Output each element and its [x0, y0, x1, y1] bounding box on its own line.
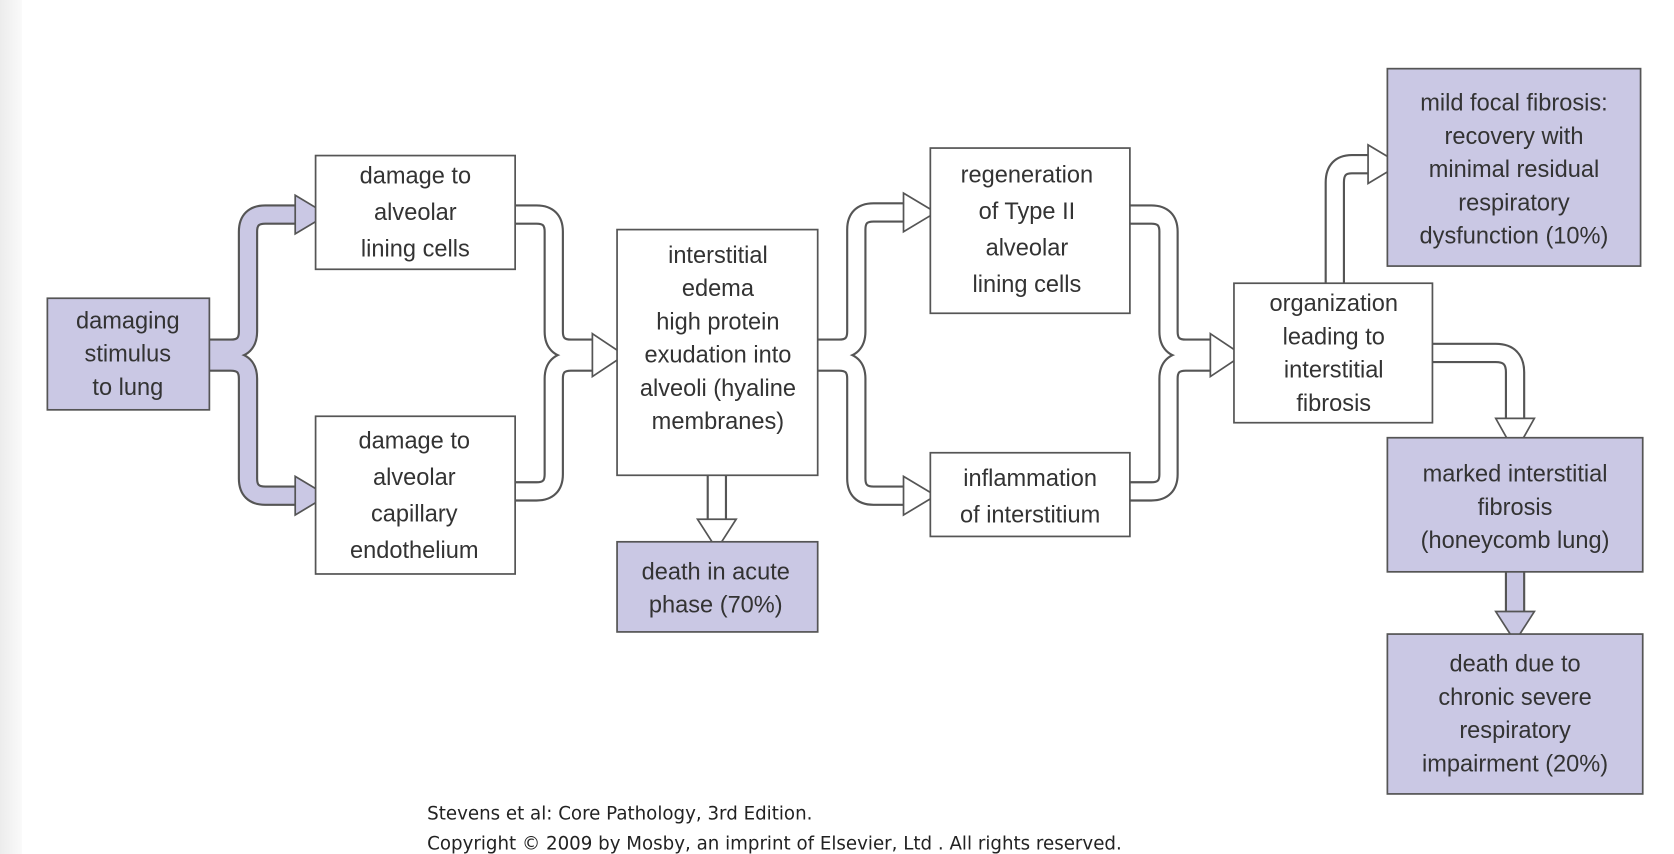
box-damage-endothelium: damage to alveolar capillary endothelium — [314, 415, 516, 575]
arrow-marked-to-death — [1494, 569, 1536, 644]
box-label-line: mild focal fibrosis: — [1420, 91, 1608, 117]
box-label-line: respiratory — [1458, 190, 1570, 216]
box-regeneration: regeneration of Type II alveolar lining cel… — [929, 147, 1131, 315]
arrow-merge-to-organization — [1129, 204, 1245, 502]
box-label-line: (honeycomb lung) — [1421, 528, 1610, 554]
box-label-line: fibrosis — [1478, 495, 1553, 521]
box-label-line: stimulus — [85, 342, 172, 368]
box-label-line: organization — [1269, 291, 1398, 317]
box-label-line: phase (70%) — [649, 593, 783, 619]
arrow-edema-split — [817, 191, 938, 517]
box-label-line: interstitial — [668, 243, 768, 269]
box-label-line: recovery with — [1444, 124, 1583, 150]
left-margin-strip — [0, 0, 22, 854]
citation-line-1: Stevens et al: Core Pathology, 3rd Editi… — [427, 804, 812, 825]
box-label-line: of Type II — [979, 199, 1076, 225]
arrow-stimulus-to-damage — [209, 193, 330, 517]
box-label-line: leading to — [1283, 324, 1385, 350]
svg-text:mild focal fibrosis:recovery w: mild focal fibrosis: recovery with minimal… — [1420, 91, 1609, 250]
box-label-line: minimal residual — [1429, 157, 1599, 183]
box-label-line: death in acute — [642, 559, 790, 585]
box-label-line: damage to — [359, 428, 471, 454]
arrow-organization-to-marked — [1428, 342, 1536, 455]
box-label-line: dysfunction (10%) — [1420, 224, 1609, 250]
box-organization: organization leading to interstitial fibros… — [1233, 282, 1434, 424]
box-label-line: lining cells — [972, 272, 1081, 298]
box-interstitial-edema: interstitial edema high protein exudation i… — [616, 228, 819, 477]
box-label-line: inflammation — [963, 466, 1097, 492]
box-label-line: capillary — [371, 501, 458, 527]
box-mild-focal-fibrosis: mild focal fibrosis: recovery with minimal… — [1386, 67, 1642, 267]
box-inflammation: inflammation of interstitium — [929, 451, 1131, 538]
box-label-line: endothelium — [350, 538, 479, 564]
citation-line-2: Copyright © 2009 by Mosby, an imprint of… — [427, 834, 1122, 854]
box-label-line: interstitial — [1284, 358, 1384, 384]
arrow-damage-to-edema — [515, 204, 627, 502]
box-label-line: high protein — [656, 309, 779, 335]
box-label-line: regeneration — [961, 162, 1093, 188]
box-label-line: to lung — [92, 375, 163, 401]
box-label-line: marked interstitial — [1423, 462, 1608, 488]
box-label-line: chronic severe — [1438, 685, 1591, 711]
box-label-line: death due to — [1449, 652, 1580, 678]
box-label-line: damaging — [76, 308, 180, 334]
box-label-line: impairment (20%) — [1422, 751, 1608, 777]
box-label-line: fibrosis — [1296, 391, 1371, 417]
box-label-line: lining cells — [361, 236, 470, 262]
box-label-line: alveoli (hyaline — [640, 376, 796, 402]
box-damage-lining-cells: damage to alveolar lining cells — [314, 154, 516, 271]
box-label-line: damage to — [360, 163, 472, 189]
box-marked-interstitial-fibrosis: marked interstitial fibrosis (honeycomb lu… — [1386, 436, 1644, 573]
box-label-line: of interstitium — [960, 502, 1100, 528]
box-damaging-stimulus: damaging stimulus to lung — [46, 297, 211, 411]
box-label-line: membranes) — [652, 409, 784, 435]
box-label-line: exudation into — [644, 343, 791, 369]
box-label-line: alveolar — [373, 465, 456, 491]
box-label-line: edema — [682, 276, 755, 302]
box-label-line: alveolar — [986, 235, 1069, 261]
box-death-acute-phase: death in acute phase (70%) — [616, 540, 819, 633]
box-label-line: alveolar — [374, 200, 457, 226]
box-label-line: respiratory — [1459, 718, 1571, 744]
arrow-edema-to-death — [695, 473, 738, 551]
box-death-chronic: death due to chronic severe respiratory imp… — [1386, 633, 1644, 795]
arrow-organization-to-mild — [1324, 143, 1402, 288]
